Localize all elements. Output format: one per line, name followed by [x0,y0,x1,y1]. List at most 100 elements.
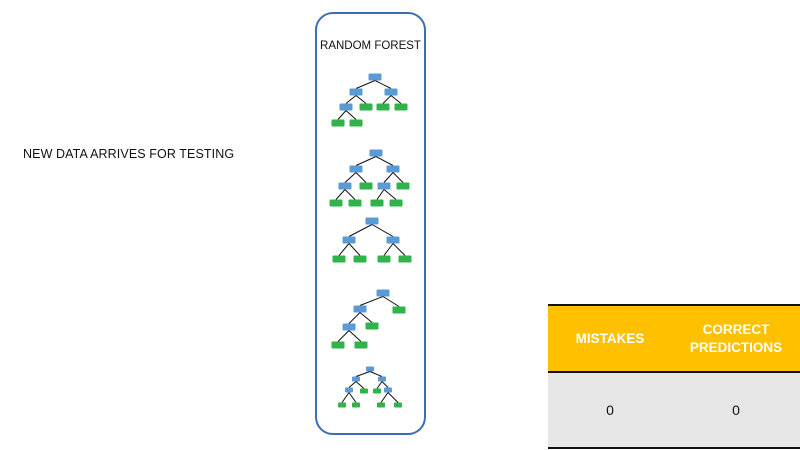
correct-predictions-value: 0 [732,402,740,418]
tree-leaf-node [392,306,406,314]
tree-leaf-node [329,199,343,207]
tree-internal-node [366,366,374,372]
tree-leaf-node [348,199,362,207]
tree-edge [344,172,357,183]
tree-edge [341,392,350,403]
tree-edge [376,189,385,200]
tree-internal-node [352,376,360,382]
tree-edge [387,392,399,403]
tree-edge [382,95,392,104]
tree-edge [355,95,367,104]
tree-internal-node [376,289,390,297]
results-table-body: 0 0 [548,373,800,449]
tree-edge [355,172,367,183]
tree-edge [383,172,394,183]
tree-edge [376,381,383,389]
tree-internal-node [342,236,356,244]
correct-predictions-header: CORRECT PREDICTIONS [689,321,783,355]
tree-edge [335,189,346,200]
results-table-header: MISTAKES CORRECT PREDICTIONS [548,304,800,373]
tree-edge [345,95,357,104]
tree-leaf-node [359,103,373,111]
tree-leaf-node [353,255,367,263]
tree-internal-node [369,149,383,157]
tree-edge [382,296,400,307]
tree-edge [348,381,357,388]
tree-internal-node [349,88,363,96]
tree-edge [348,224,373,237]
tree-edge [375,156,394,166]
tree-internal-node [386,236,400,244]
tree-internal-node [353,305,367,313]
tree-edge [348,243,361,256]
tree-edge [355,381,365,389]
tree-edge [380,392,389,403]
results-table: MISTAKES CORRECT PREDICTIONS 0 0 [548,304,800,449]
tree-leaf-node [376,103,390,111]
tree-edge [344,189,356,200]
tree-edge [392,172,404,183]
mistakes-header: MISTAKES [575,330,645,346]
tree-internal-node [338,182,352,190]
tree-edge [345,110,357,120]
tree-leaf-node [360,388,368,394]
mistakes-value: 0 [606,402,614,418]
decision-tree-3 [332,217,412,263]
tree-leaf-node [394,103,408,111]
tree-internal-node [339,103,353,111]
decision-tree-4 [331,289,406,349]
tree-internal-node [386,165,400,173]
new-data-label: NEW DATA ARRIVES FOR TESTING [23,147,235,161]
tree-edge [337,110,347,120]
tree-internal-node [345,387,353,393]
tree-edge [348,330,362,342]
tree-edge [369,371,383,377]
tree-edge [355,371,371,377]
tree-edge [359,296,384,306]
tree-edge [392,243,406,256]
tree-edge [383,189,397,200]
tree-edge [337,330,350,342]
tree-leaf-node [352,402,360,408]
tree-edge [348,392,357,403]
decision-tree-2 [329,149,410,207]
tree-leaf-node [331,119,345,127]
tree-leaf-node [370,199,384,207]
tree-edge [374,80,392,89]
tree-edge [371,224,394,237]
tree-edge [348,312,361,324]
tree-leaf-node [354,341,368,349]
tree-leaf-node [331,341,345,349]
tree-internal-node [349,165,363,173]
tree-leaf-node [389,199,403,207]
tree-leaf-node [394,402,402,408]
tree-edge [390,95,402,104]
tree-leaf-node [396,182,410,190]
random-forest-title: RANDOM FOREST [320,40,421,52]
tree-edge [355,156,377,166]
tree-internal-node [365,217,379,225]
tree-leaf-node [332,255,346,263]
decision-tree-5 [338,366,402,408]
tree-edge [381,381,389,388]
tree-edge [383,243,394,256]
tree-internal-node [378,376,386,382]
tree-internal-node [384,387,392,393]
decision-tree-1 [331,73,408,127]
tree-internal-node [377,182,391,190]
tree-leaf-node [377,255,391,263]
tree-leaf-node [338,402,346,408]
tree-internal-node [368,73,382,81]
tree-leaf-node [373,388,381,394]
tree-leaf-node [398,255,412,263]
tree-leaf-node [349,119,363,127]
tree-internal-node [342,323,356,331]
tree-leaf-node [377,402,385,408]
tree-leaf-node [365,322,379,330]
tree-edge [338,243,350,256]
tree-edge [355,80,376,89]
tree-internal-node [384,88,398,96]
tree-leaf-node [359,182,373,190]
tree-edge [359,312,373,323]
